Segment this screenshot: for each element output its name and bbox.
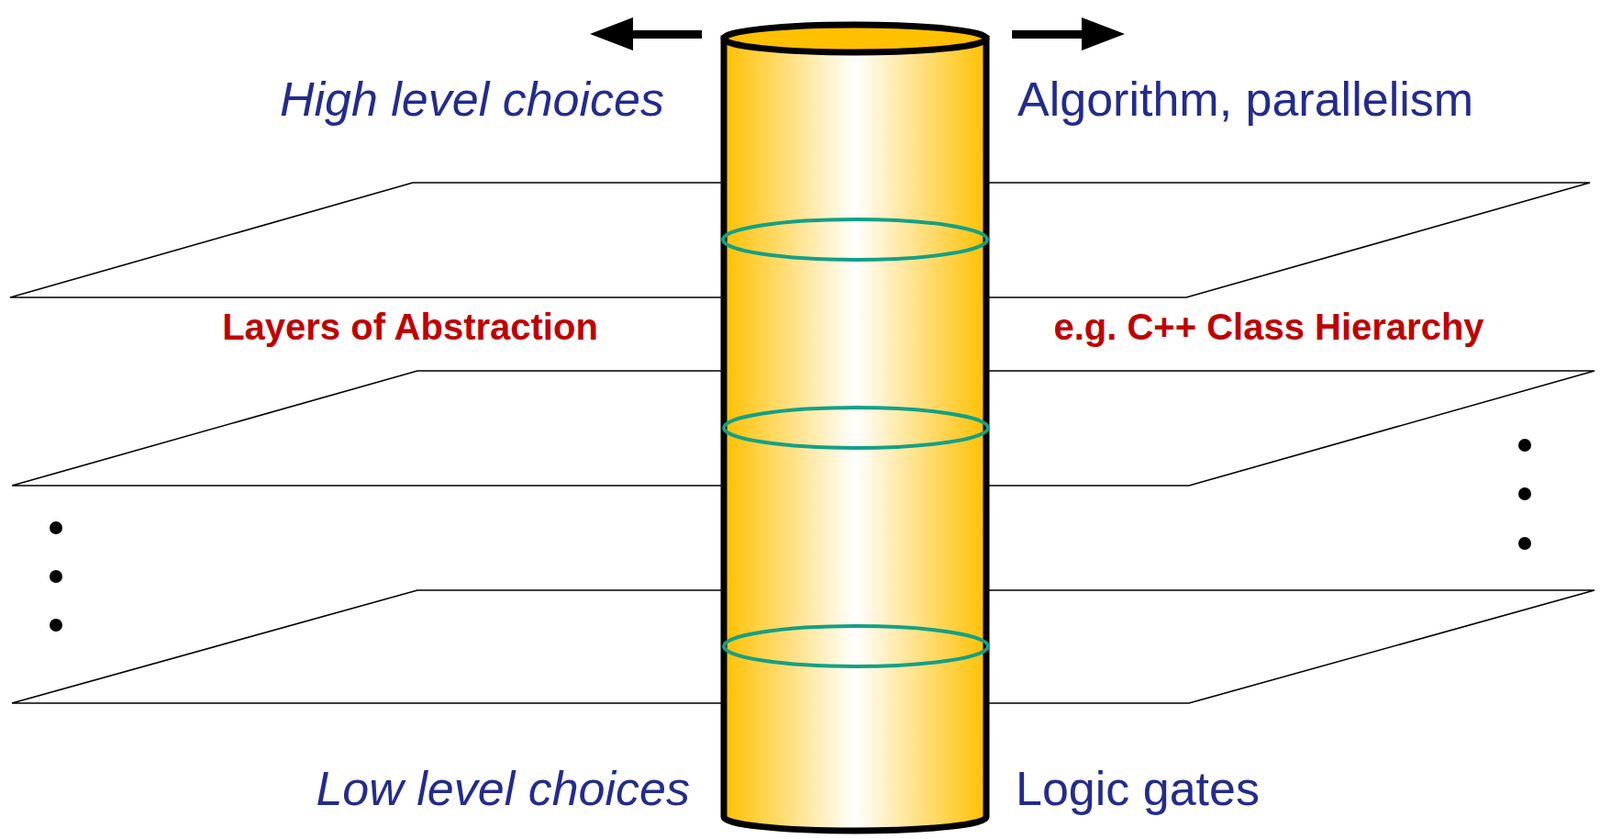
level-example: Logic gates xyxy=(1015,764,1260,812)
dot xyxy=(1518,438,1532,452)
arrow-head xyxy=(1081,17,1125,51)
layer-example: e.g. C++ Class Hierarchy xyxy=(1053,308,1484,345)
dot xyxy=(1518,487,1532,500)
arrows xyxy=(589,17,1125,51)
cylinder-top xyxy=(723,24,987,53)
cylinder-body xyxy=(723,38,987,831)
ellipsis-dots xyxy=(49,438,1532,632)
ring xyxy=(723,407,989,448)
dot xyxy=(49,521,63,534)
level-label: High level choices xyxy=(279,75,665,123)
dot xyxy=(49,569,63,583)
ring xyxy=(723,625,989,667)
dot xyxy=(49,618,63,632)
arrow-head xyxy=(589,17,634,51)
arrow-shaft xyxy=(1011,30,1086,39)
dot xyxy=(1518,536,1532,550)
cylinder xyxy=(723,24,987,831)
layer-caption: Layers of Abstraction xyxy=(222,308,599,345)
level-example: Algorithm, parallelism xyxy=(1017,75,1474,123)
intersection-rings xyxy=(722,219,989,667)
level-label: Low level choices xyxy=(315,764,690,812)
arrow-shaft xyxy=(623,30,702,39)
ring xyxy=(722,219,988,260)
